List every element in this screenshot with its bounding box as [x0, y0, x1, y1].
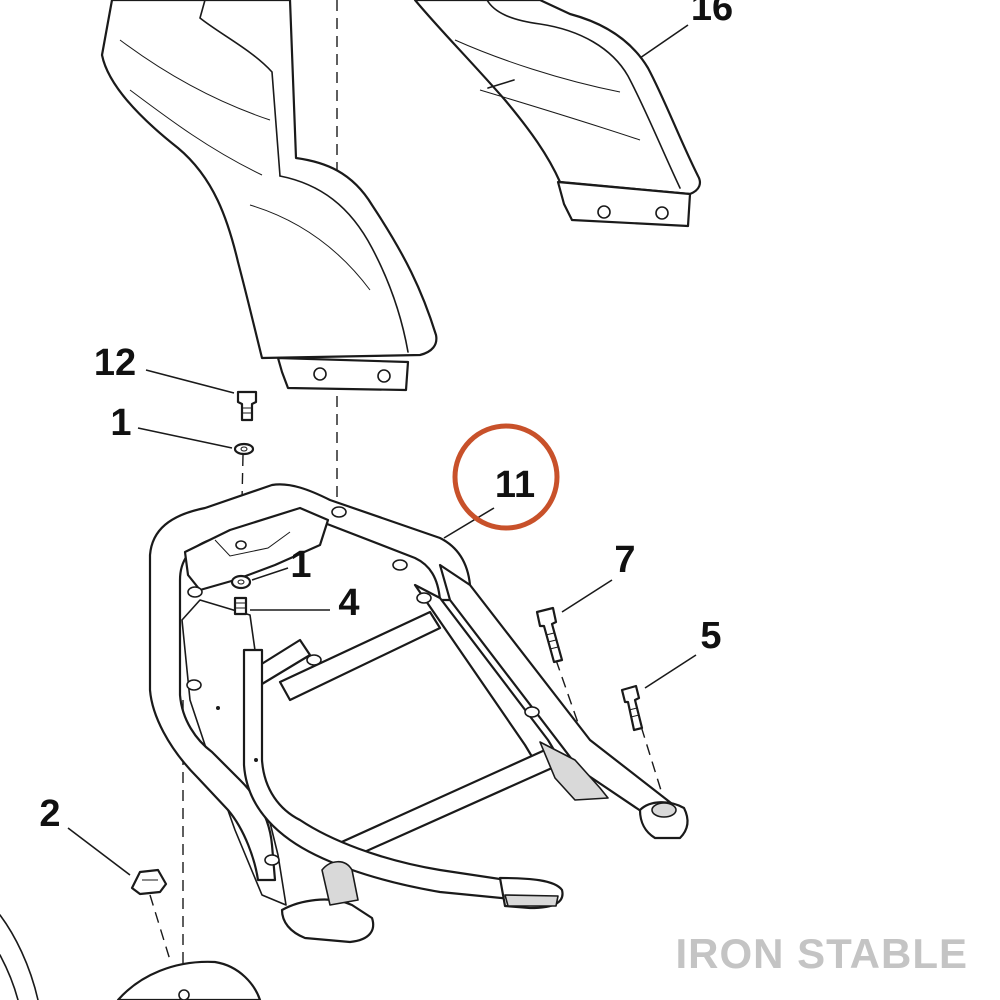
callout-7: 7: [614, 539, 635, 581]
seat-subframe: [148, 483, 689, 944]
bolt-7: [535, 606, 564, 664]
leader-lines: [67, 24, 697, 876]
bolt-5: [620, 684, 644, 732]
clip-nut-2: [130, 868, 168, 896]
left-side-fairing: [100, 0, 438, 392]
right-side-fairing: [413, 0, 701, 228]
highlight-ring: [452, 423, 560, 531]
washer-1-upper: [233, 442, 255, 456]
callout-1-upper: 1: [110, 402, 131, 444]
callout-2: 2: [39, 793, 60, 835]
washer-1-lower: [230, 574, 252, 590]
callout-11: 11: [495, 464, 535, 506]
rear-fender: [0, 914, 262, 1000]
callout-5: 5: [700, 615, 721, 657]
callout-4: 4: [338, 582, 359, 624]
callout-16: 16: [691, 0, 733, 29]
bolt-4: [233, 596, 248, 616]
callout-labels: 16 12 1 11 1 4 7 5 2: [39, 0, 733, 835]
bolt-12: [236, 390, 258, 422]
watermark-text: IRON STABLE: [675, 930, 968, 977]
callout-1-lower: 1: [290, 544, 311, 586]
callout-12: 12: [94, 342, 136, 384]
